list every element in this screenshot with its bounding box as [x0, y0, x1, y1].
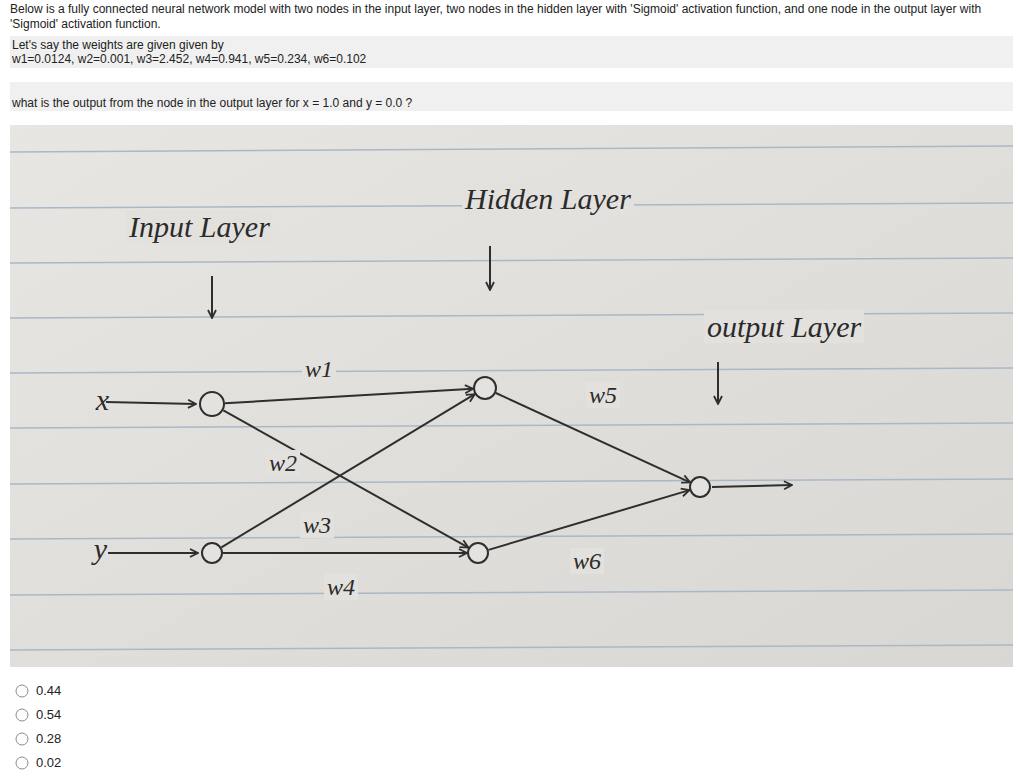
- answer-option: 0.02: [36, 755, 61, 770]
- input-variable: x: [96, 383, 109, 417]
- input-variable: y: [94, 532, 107, 566]
- weight-label: w1: [302, 356, 336, 382]
- answer-option: 0.54: [36, 707, 61, 722]
- neuron-circle: [473, 376, 497, 400]
- neuron-circle: [689, 476, 711, 498]
- question-text: what is the output from the node in the …: [12, 96, 412, 111]
- answer-option: 0.28: [36, 731, 61, 746]
- neuron-circle: [467, 542, 489, 564]
- radio-buttons: [16, 685, 28, 769]
- weight-connection: [489, 490, 690, 550]
- hand-arrows: [106, 246, 792, 553]
- prompt-text: Let's say the weights are given given by: [12, 38, 224, 53]
- weight-connection: [221, 394, 474, 547]
- weight-label: w4: [324, 574, 358, 600]
- layer-heading: Hidden Layer: [462, 182, 634, 215]
- weight-connection: [225, 389, 473, 404]
- layer-heading: Input Layer: [126, 210, 273, 243]
- weight-label: w5: [586, 382, 620, 408]
- weights-text: w1=0.0124, w2=0.001, w3=2.452, w4=0.941,…: [12, 52, 366, 67]
- neuron-circle: y: [201, 542, 223, 564]
- weight-connection: [223, 410, 468, 547]
- weight-label: w6: [570, 548, 604, 574]
- answer-option: 0.44: [36, 683, 61, 698]
- neuron-circle: x: [199, 391, 225, 417]
- weight-connection: [223, 552, 467, 554]
- weight-label: w3: [300, 512, 334, 538]
- layer-heading: output Layer: [704, 310, 864, 343]
- paper-photo: [10, 125, 1013, 667]
- ruled-lines: [10, 146, 1013, 650]
- question-heading: Below is a fully connected neural networ…: [10, 2, 1010, 32]
- weight-label: w2: [266, 450, 300, 476]
